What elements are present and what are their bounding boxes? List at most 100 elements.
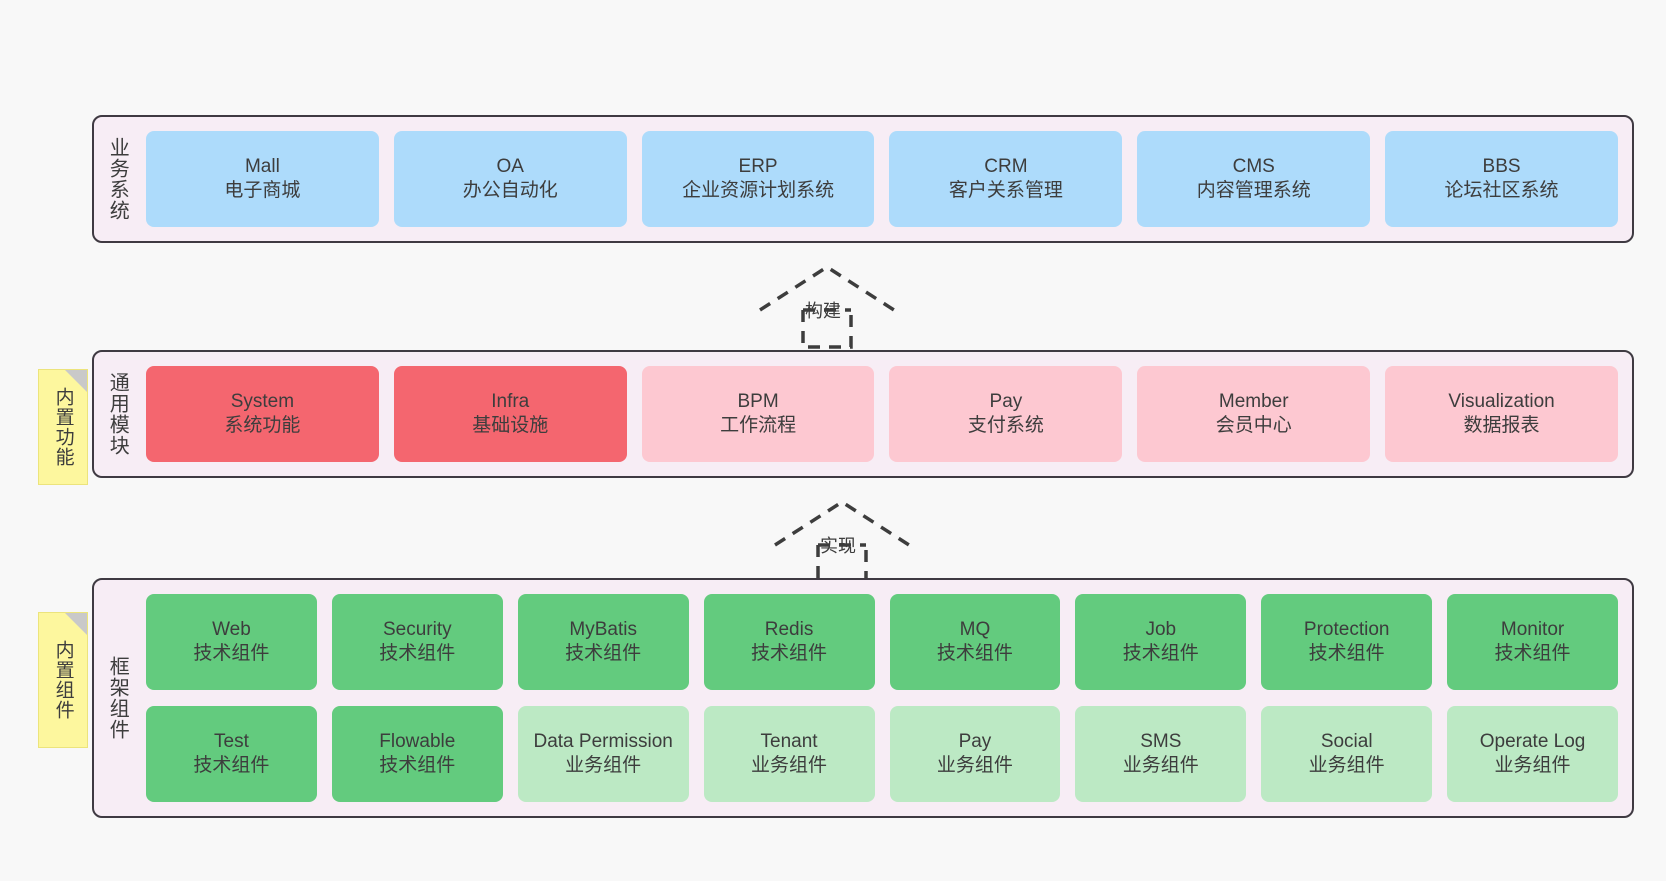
node-subtitle: 业务组件 bbox=[751, 755, 828, 776]
node-subtitle: 业务组件 bbox=[1308, 755, 1385, 776]
node-title: ERP bbox=[738, 156, 778, 178]
note-fold-corner-icon bbox=[65, 613, 87, 635]
node-subtitle: 业务组件 bbox=[936, 755, 1013, 776]
note-label: 内置功能 bbox=[52, 387, 74, 467]
node-title: Pay bbox=[989, 391, 1023, 413]
node-title: Monitor bbox=[1500, 619, 1565, 641]
node-title: Pay bbox=[958, 731, 992, 753]
node-title: Social bbox=[1320, 731, 1373, 753]
node-pay-component[interactable]: Pay 业务组件 bbox=[889, 706, 1061, 802]
node-subtitle: 内容管理系统 bbox=[1196, 180, 1311, 201]
node-title: Mall bbox=[244, 156, 280, 178]
layer-title-business-system: 业务系统 bbox=[106, 137, 129, 221]
node-subtitle: 工作流程 bbox=[720, 415, 797, 436]
node-infra[interactable]: Infra 基础设施 bbox=[393, 366, 627, 462]
node-mall[interactable]: Mall 电子商城 bbox=[146, 131, 379, 227]
node-crm[interactable]: CRM 客户关系管理 bbox=[889, 131, 1123, 227]
node-visualization[interactable]: Visualization 数据报表 bbox=[1385, 366, 1618, 462]
node-subtitle: 技术组件 bbox=[193, 755, 270, 776]
note-builtin-features: 内置功能 bbox=[38, 369, 88, 485]
node-member[interactable]: Member 会员中心 bbox=[1137, 366, 1371, 462]
node-title: Member bbox=[1218, 391, 1289, 413]
layer-title-common-module: 通用模块 bbox=[106, 372, 129, 456]
node-title: Tenant bbox=[760, 731, 818, 753]
node-system[interactable]: System 系统功能 bbox=[146, 366, 379, 462]
node-web[interactable]: Web 技术组件 bbox=[146, 594, 317, 690]
node-subtitle: 数据报表 bbox=[1463, 415, 1540, 436]
node-protection[interactable]: Protection 技术组件 bbox=[1261, 594, 1433, 690]
node-mq[interactable]: MQ 技术组件 bbox=[889, 594, 1061, 690]
connector-build-label: 构建 bbox=[805, 301, 841, 321]
node-tenant[interactable]: Tenant 业务组件 bbox=[703, 706, 875, 802]
node-subtitle: 业务组件 bbox=[565, 755, 642, 776]
layer-row: Web 技术组件 Security 技术组件 MyBatis 技术组件 Redi… bbox=[146, 594, 1618, 690]
node-subtitle: 基础设施 bbox=[472, 415, 549, 436]
node-subtitle: 业务组件 bbox=[1122, 755, 1199, 776]
generalization-arrowhead bbox=[759, 264, 895, 312]
node-operate-log[interactable]: Operate Log 业务组件 bbox=[1447, 706, 1618, 802]
node-monitor[interactable]: Monitor 技术组件 bbox=[1447, 594, 1618, 690]
node-title: Job bbox=[1145, 619, 1177, 641]
layer-row: Test 技术组件 Flowable 技术组件 Data Permission … bbox=[146, 706, 1618, 802]
node-cms[interactable]: CMS 内容管理系统 bbox=[1137, 131, 1371, 227]
node-subtitle: 技术组件 bbox=[565, 643, 642, 664]
node-subtitle: 技术组件 bbox=[1122, 643, 1199, 664]
node-title: BBS bbox=[1482, 156, 1521, 178]
note-builtin-components: 内置组件 bbox=[38, 612, 88, 748]
node-pay[interactable]: Pay 支付系统 bbox=[889, 366, 1123, 462]
node-title: MyBatis bbox=[569, 619, 637, 641]
node-subtitle: 企业资源计划系统 bbox=[682, 180, 835, 201]
connector-build: 构建 bbox=[755, 262, 905, 350]
node-title: Web bbox=[212, 619, 251, 641]
layer-title-framework-component: 框架组件 bbox=[106, 656, 129, 740]
node-title: Data Permission bbox=[533, 731, 673, 753]
layer-row: System 系统功能 Infra 基础设施 BPM 工作流程 Pay 支付系统… bbox=[146, 366, 1618, 462]
node-subtitle: 业务组件 bbox=[1494, 755, 1571, 776]
node-title: BPM bbox=[737, 391, 779, 413]
connector-implement-label: 实现 bbox=[820, 536, 856, 556]
node-title: SMS bbox=[1140, 731, 1182, 753]
node-title: Operate Log bbox=[1479, 731, 1586, 753]
note-fold-corner-icon bbox=[65, 370, 87, 392]
node-bbs[interactable]: BBS 论坛社区系统 bbox=[1385, 131, 1618, 227]
node-title: Test bbox=[214, 731, 249, 753]
node-title: Security bbox=[382, 619, 452, 641]
connector-implement: 实现 bbox=[770, 497, 920, 585]
node-subtitle: 技术组件 bbox=[379, 755, 456, 776]
layer-body-business-system: Mall 电子商城 OA 办公自动化 ERP 企业资源计划系统 CRM 客户关系… bbox=[140, 117, 1632, 241]
node-subtitle: 客户关系管理 bbox=[948, 180, 1063, 201]
node-title: Redis bbox=[764, 619, 814, 641]
node-subtitle: 系统功能 bbox=[224, 415, 301, 436]
node-title: OA bbox=[496, 156, 524, 178]
layer-body-framework-component: Web 技术组件 Security 技术组件 MyBatis 技术组件 Redi… bbox=[140, 580, 1632, 816]
node-flowable[interactable]: Flowable 技术组件 bbox=[331, 706, 503, 802]
node-sms[interactable]: SMS 业务组件 bbox=[1075, 706, 1247, 802]
node-redis[interactable]: Redis 技术组件 bbox=[703, 594, 875, 690]
node-job[interactable]: Job 技术组件 bbox=[1075, 594, 1247, 690]
node-subtitle: 技术组件 bbox=[1494, 643, 1571, 664]
node-subtitle: 技术组件 bbox=[936, 643, 1013, 664]
layer-common-module: 通用模块 System 系统功能 Infra 基础设施 BPM 工作流程 Pay… bbox=[92, 350, 1634, 478]
node-title: Protection bbox=[1303, 619, 1390, 641]
layer-row: Mall 电子商城 OA 办公自动化 ERP 企业资源计划系统 CRM 客户关系… bbox=[146, 131, 1618, 227]
node-title: Infra bbox=[491, 391, 530, 413]
node-subtitle: 技术组件 bbox=[193, 643, 270, 664]
node-title: CMS bbox=[1232, 156, 1275, 178]
node-test[interactable]: Test 技术组件 bbox=[146, 706, 317, 802]
node-data-permission[interactable]: Data Permission 业务组件 bbox=[517, 706, 689, 802]
node-social[interactable]: Social 业务组件 bbox=[1261, 706, 1433, 802]
node-subtitle: 论坛社区系统 bbox=[1444, 180, 1559, 201]
node-title: MQ bbox=[959, 619, 991, 641]
node-mybatis[interactable]: MyBatis 技术组件 bbox=[517, 594, 689, 690]
node-subtitle: 支付系统 bbox=[967, 415, 1044, 436]
node-title: Flowable bbox=[379, 731, 456, 753]
node-bpm[interactable]: BPM 工作流程 bbox=[641, 366, 875, 462]
node-title: Visualization bbox=[1448, 391, 1555, 413]
node-security[interactable]: Security 技术组件 bbox=[331, 594, 503, 690]
node-subtitle: 会员中心 bbox=[1215, 415, 1292, 436]
node-title: System bbox=[230, 391, 295, 413]
node-subtitle: 办公自动化 bbox=[462, 180, 558, 201]
node-erp[interactable]: ERP 企业资源计划系统 bbox=[641, 131, 875, 227]
node-oa[interactable]: OA 办公自动化 bbox=[393, 131, 627, 227]
